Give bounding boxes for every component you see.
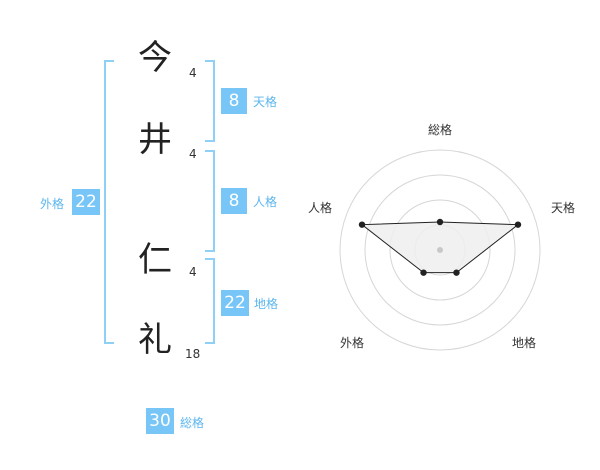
radar-point-1 xyxy=(436,218,444,226)
tenkaku-value: 8 xyxy=(221,88,247,114)
radar-label-chikaku: 地格 xyxy=(512,336,537,350)
radar-point-3 xyxy=(453,269,460,276)
radar-point-4 xyxy=(420,269,427,276)
stroke-count-4: 18 xyxy=(185,347,201,361)
soukaku-value: 30 xyxy=(146,408,174,434)
gaikaku-bracket xyxy=(104,60,114,344)
jinkaku-bracket xyxy=(205,150,215,252)
stroke-count-2: 4 xyxy=(189,147,197,161)
radar-point-2 xyxy=(514,221,522,228)
radar-ring-2 xyxy=(389,199,491,301)
radar-center xyxy=(437,247,443,253)
radar-label-tenkaku: 天格 xyxy=(551,201,576,215)
tenkaku-bracket xyxy=(205,60,215,142)
stroke-count-1: 4 xyxy=(189,66,197,80)
radar-label-soukaku: 総格 xyxy=(428,123,453,137)
tenkaku-label: 天格 xyxy=(253,95,278,109)
chikaku-value: 22 xyxy=(221,290,249,316)
chikaku-label: 地格 xyxy=(254,297,279,311)
jinkaku-label: 人格 xyxy=(253,195,278,209)
chikaku-bracket xyxy=(205,258,215,344)
name-char-1: 今 xyxy=(138,38,172,78)
radar-label-gaikaku: 外格 xyxy=(340,336,365,350)
gaikaku-label: 外格 xyxy=(40,197,65,211)
radar-ring-3 xyxy=(364,174,516,326)
jinkaku-value: 8 xyxy=(221,188,247,214)
name-char-3: 仁 xyxy=(138,240,172,280)
radar-ring-4 xyxy=(339,149,541,351)
soukaku-label: 総格 xyxy=(180,416,205,430)
gaikaku-value: 22 xyxy=(72,189,100,215)
radar-point-5 xyxy=(358,221,366,228)
stroke-count-3: 4 xyxy=(189,265,197,279)
name-char-2: 井 xyxy=(138,120,172,160)
radar-label-jinkaku: 人格 xyxy=(308,201,333,215)
name-char-4: 礼 xyxy=(138,320,172,360)
